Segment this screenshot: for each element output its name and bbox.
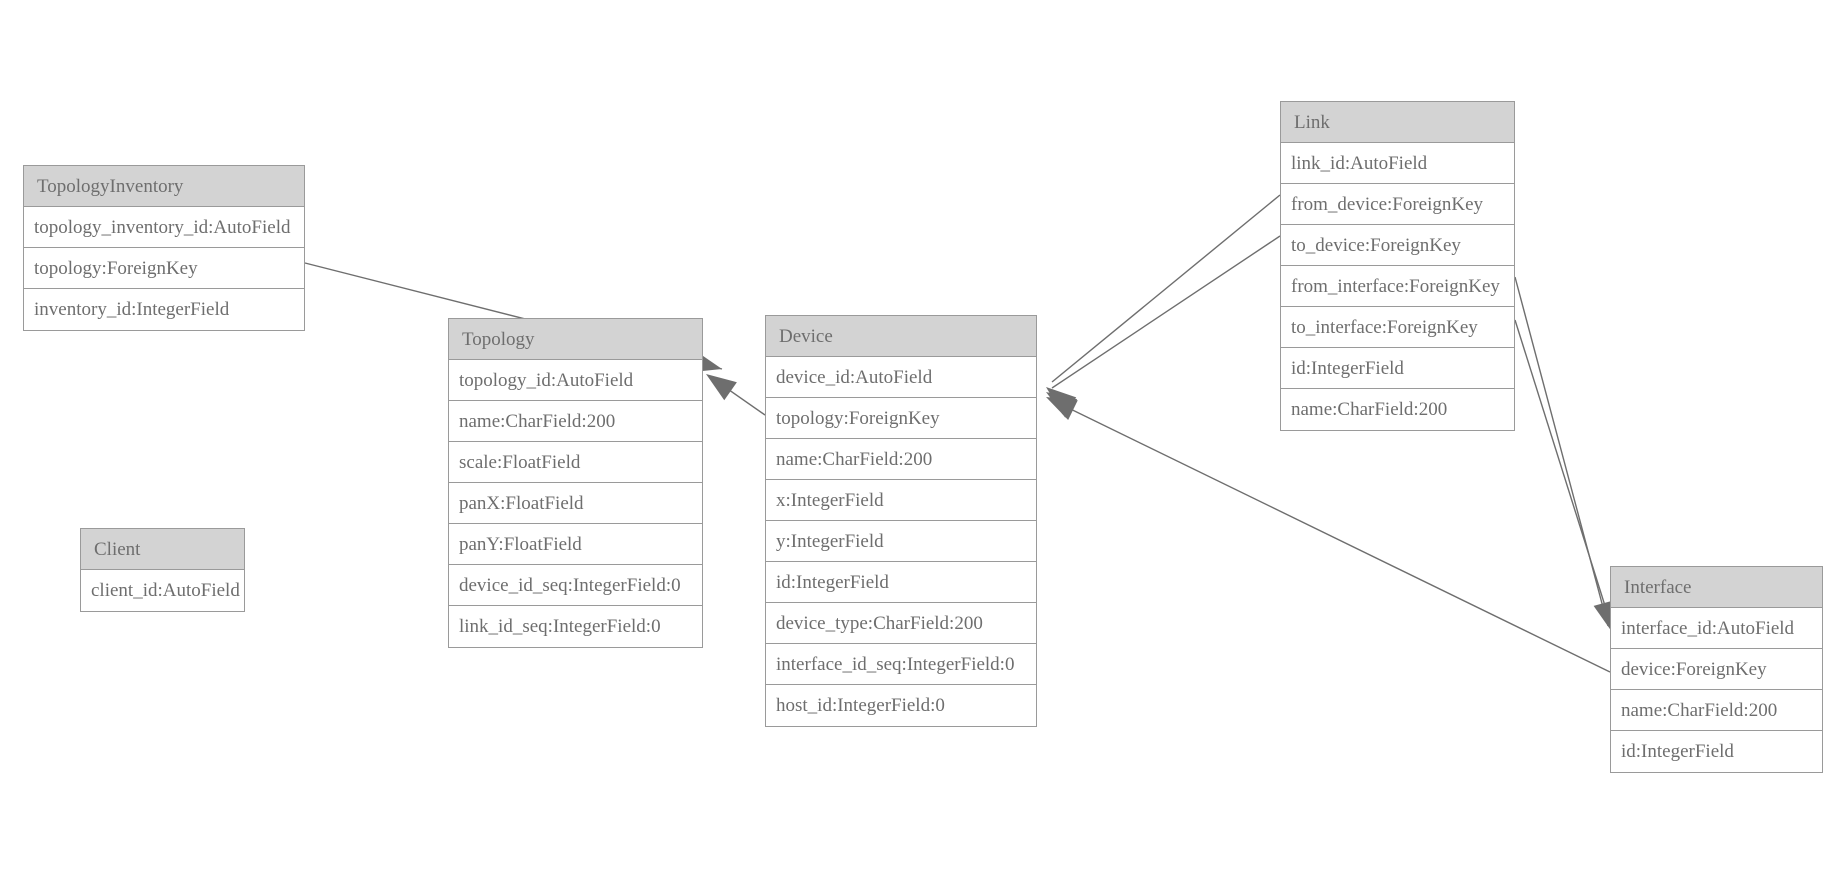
entity-field: to_interface:ForeignKey xyxy=(1281,307,1514,348)
relationship-line-rel-link-from-interface xyxy=(1514,276,1609,627)
entity-field: link_id_seq:IntegerField:0 xyxy=(449,606,702,647)
entity-field: name:CharField:200 xyxy=(449,401,702,442)
entity-field: from_device:ForeignKey xyxy=(1281,184,1514,225)
relationship-line-rel-link-to-interface xyxy=(1514,319,1613,629)
entity-title-link: Link xyxy=(1281,102,1514,143)
entity-title-topology: Topology xyxy=(449,319,702,360)
entity-field: id:IntegerField xyxy=(766,562,1036,603)
entity-field: panY:FloatField xyxy=(449,524,702,565)
entity-field: inventory_id:IntegerField xyxy=(24,289,304,330)
entity-field: device_id:AutoField xyxy=(766,357,1036,398)
entity-field: device_type:CharField:200 xyxy=(766,603,1036,644)
entity-field: interface_id_seq:IntegerField:0 xyxy=(766,644,1036,685)
entity-field: id:IntegerField xyxy=(1281,348,1514,389)
entity-field: host_id:IntegerField:0 xyxy=(766,685,1036,726)
entity-field: id:IntegerField xyxy=(1611,731,1822,772)
entity-field: scale:FloatField xyxy=(449,442,702,483)
entity-field: topology_inventory_id:AutoField xyxy=(24,207,304,248)
entity-title-topology-inventory: TopologyInventory xyxy=(24,166,304,207)
relationship-line-rel-link-from-device xyxy=(1051,194,1281,383)
relationship-arrowhead-rel-link-from-device xyxy=(1046,387,1077,415)
entity-field: device_id_seq:IntegerField:0 xyxy=(449,565,702,606)
entity-title-client: Client xyxy=(81,529,244,570)
entity-title-interface: Interface xyxy=(1611,567,1822,608)
relationship-arrowhead-rel-device-topology xyxy=(706,374,737,401)
relationship-line-rel-device-topology xyxy=(711,377,766,416)
relationship-arrowhead-rel-link-to-device xyxy=(1046,392,1078,418)
entity-field: device:ForeignKey xyxy=(1611,649,1822,690)
entity-field: x:IntegerField xyxy=(766,480,1036,521)
entity-field: topology:ForeignKey xyxy=(24,248,304,289)
entity-field: topology_id:AutoField xyxy=(449,360,702,401)
entity-field: interface_id:AutoField xyxy=(1611,608,1822,649)
relationship-line-rel-link-to-device xyxy=(1051,235,1281,389)
entity-field: topology:ForeignKey xyxy=(766,398,1036,439)
entity-field: to_device:ForeignKey xyxy=(1281,225,1514,266)
relationship-line-rel-interface-device xyxy=(1051,399,1611,673)
entity-field: name:CharField:200 xyxy=(1611,690,1822,731)
entity-field: name:CharField:200 xyxy=(766,439,1036,480)
entity-field: panX:FloatField xyxy=(449,483,702,524)
relationship-arrowhead-rel-interface-device xyxy=(1046,397,1078,421)
entity-field: client_id:AutoField xyxy=(81,570,244,611)
entity-field: name:CharField:200 xyxy=(1281,389,1514,430)
entity-field: link_id:AutoField xyxy=(1281,143,1514,184)
entity-field: from_interface:ForeignKey xyxy=(1281,266,1514,307)
entity-title-device: Device xyxy=(766,316,1036,357)
entity-field: y:IntegerField xyxy=(766,521,1036,562)
